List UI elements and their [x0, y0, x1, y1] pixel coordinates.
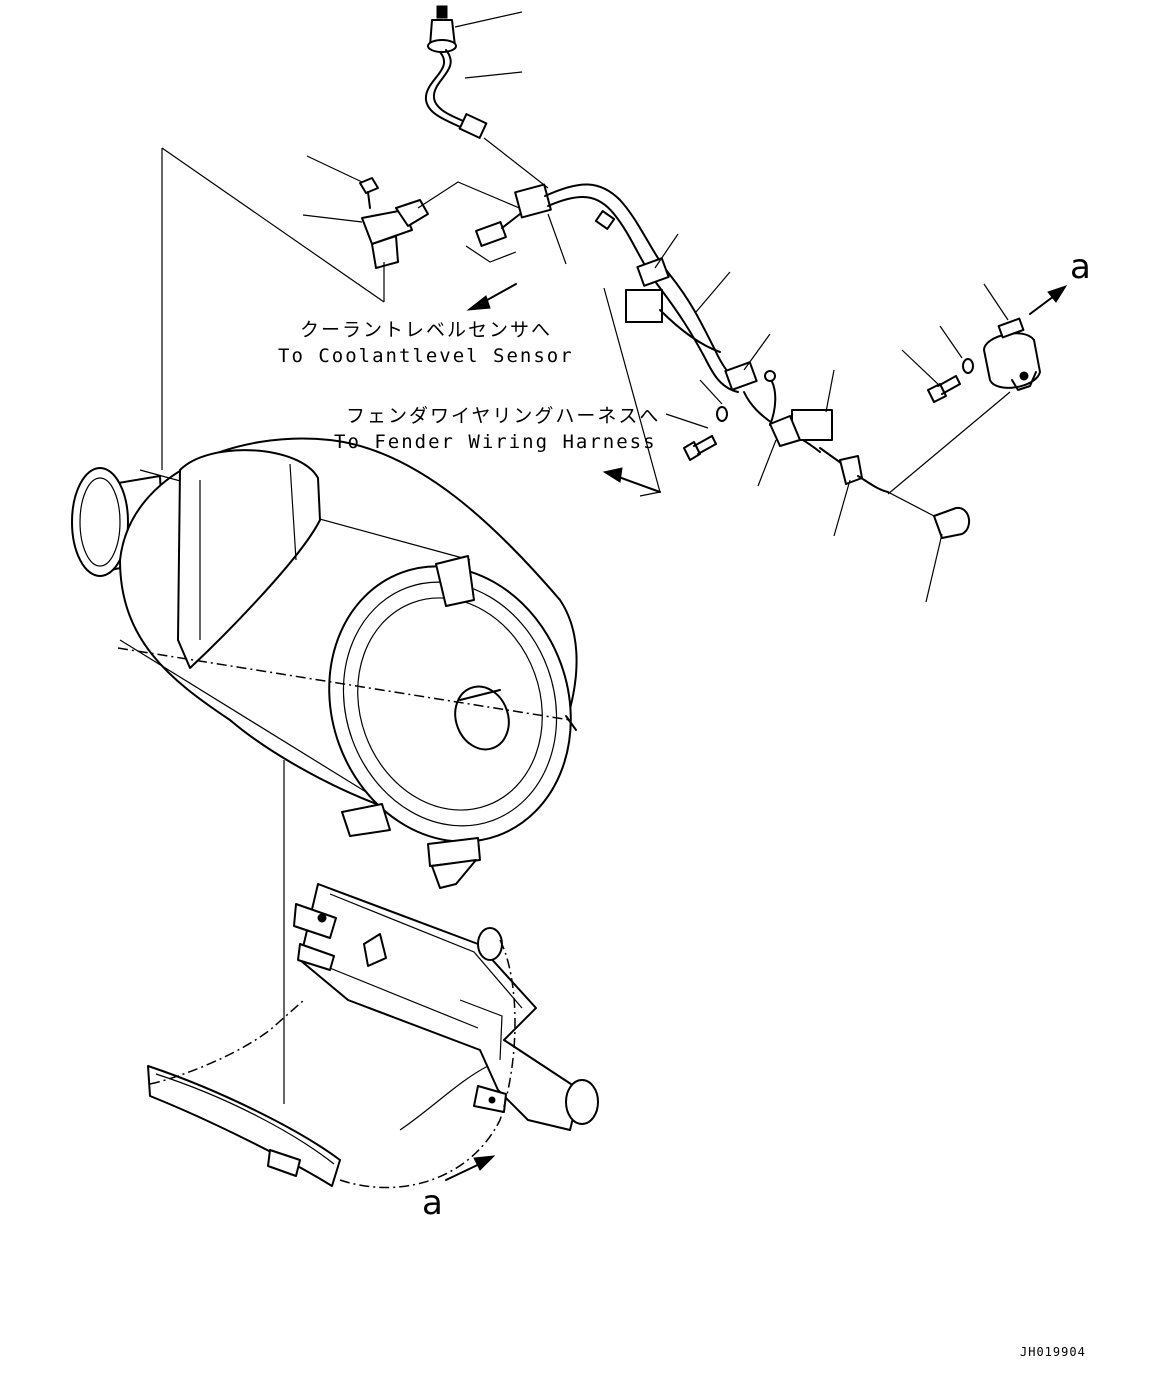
cap-part — [933, 506, 971, 539]
leader-line — [743, 333, 771, 371]
arrow-head — [473, 1155, 496, 1171]
leader-line — [547, 213, 567, 265]
drawing-code: JH019904 — [1020, 1345, 1086, 1359]
coolant-label-jp: クーラントレベルセンサへ — [300, 319, 552, 341]
arrow-head — [1047, 285, 1068, 303]
leader-line — [939, 325, 963, 359]
coolant-label-en: To Coolantlevel Sensor — [278, 345, 574, 367]
arrow-head — [602, 467, 623, 483]
leader-line — [665, 413, 709, 429]
connection-line — [887, 391, 1011, 495]
relay-part — [927, 317, 1041, 403]
leader-line — [454, 11, 523, 28]
group-bracket — [161, 147, 385, 303]
leader-line — [825, 369, 835, 413]
leader-line — [654, 233, 679, 269]
leader-line — [757, 439, 777, 487]
view-letter-a-top: a — [1070, 247, 1091, 287]
group-bracket — [417, 181, 525, 211]
coolant-level-sensor — [359, 177, 429, 269]
fender-label-en: To Fender Wiring Harness — [334, 431, 657, 453]
leader-line — [302, 214, 363, 223]
leader-line — [699, 379, 723, 405]
mounting-bracket — [147, 883, 599, 1189]
centerline — [117, 647, 571, 721]
top-sensor — [424, 5, 488, 139]
leader-line — [464, 71, 523, 79]
connection-line — [887, 491, 935, 517]
leader-line — [983, 283, 1009, 321]
leader-line — [833, 479, 851, 537]
leader-line — [306, 155, 363, 183]
leader-line — [901, 349, 941, 387]
leader-line — [695, 271, 731, 313]
fender-label-jp: フェンダワイヤリングハーネスへ — [346, 405, 660, 427]
group-bracket — [465, 245, 517, 263]
connection-line — [483, 137, 549, 189]
air-cleaner — [71, 437, 578, 889]
arrow-head — [466, 295, 491, 311]
view-letter-a-bottom: a — [422, 1183, 443, 1223]
fender-arrow — [615, 475, 661, 493]
wiring-harness — [475, 183, 889, 493]
bolt-washer-left — [683, 406, 728, 461]
leader-line — [925, 533, 943, 603]
